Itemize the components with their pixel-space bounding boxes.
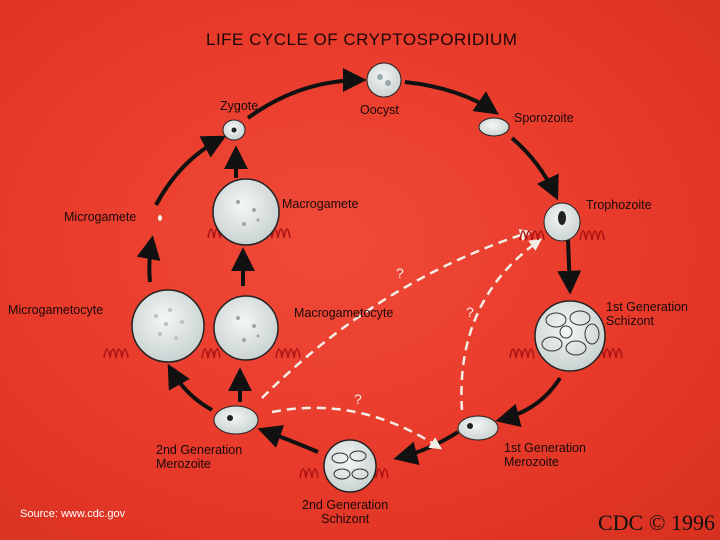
arrow-schizont2-to-merozoite2 bbox=[257, 425, 319, 454]
cells bbox=[131, 62, 606, 493]
arrow-microgamete-to-zygote bbox=[154, 135, 227, 206]
label-schizont1-line2: Schizont bbox=[606, 314, 654, 328]
dashed-merozoite2-to-merozoite1 bbox=[271, 406, 443, 450]
label-schizont2-line1: 2nd Generation bbox=[302, 498, 389, 512]
label-trophozoite: Trophozoite bbox=[586, 198, 652, 212]
merozoite1-cell bbox=[457, 415, 499, 441]
macrogametocyte-texture bbox=[236, 316, 260, 342]
label-macrogamete: Macrogamete bbox=[282, 197, 359, 211]
dashed-pathways bbox=[261, 229, 543, 450]
source-credit: Source: www.cdc.gov bbox=[20, 508, 126, 520]
label-merozoite1-line1: 1st Generation bbox=[504, 441, 586, 455]
arrow-trophozoite-to-schizont1 bbox=[557, 239, 582, 295]
label-merozoite1-line2: Merozoite bbox=[504, 455, 559, 469]
schizont2-merozoites bbox=[331, 450, 369, 480]
schizont2-cell bbox=[323, 439, 377, 493]
arrow-merozoite2-to-microgametocyte bbox=[167, 363, 213, 412]
macrogametocyte-cell bbox=[213, 295, 279, 361]
dashed-merozoite2-to-trophozoite bbox=[261, 229, 533, 399]
arrow-oocyst-to-sporozoite bbox=[404, 80, 499, 115]
label-schizont1: 1st Generation Schizont bbox=[606, 300, 688, 328]
label-sporozoite: Sporozoite bbox=[514, 111, 574, 125]
arrow-microgametocyte-to-microgamete bbox=[136, 235, 161, 283]
zygote-nucleus bbox=[231, 127, 237, 133]
macrogamete-texture bbox=[236, 200, 260, 226]
label-merozoite1: 1st Generation Merozoite bbox=[504, 441, 586, 469]
microgametocyte-cell bbox=[131, 289, 205, 363]
microgamete-cell bbox=[158, 215, 162, 221]
label-macrogametocyte: Macrogametocyte bbox=[294, 306, 394, 320]
arrow-schizont1-to-merozoite1 bbox=[495, 376, 562, 427]
macrogamete-cell bbox=[212, 178, 280, 246]
label-schizont1-line1: 1st Generation bbox=[606, 300, 688, 314]
schizont1-merozoites bbox=[541, 310, 600, 356]
diagram-title: LIFE CYCLE OF CRYPTOSPORIDIUM bbox=[206, 30, 518, 49]
microgametocyte-texture bbox=[154, 308, 184, 340]
label-merozoite2-line1: 2nd Generation bbox=[156, 443, 243, 457]
arrow-merozoite1-to-schizont2 bbox=[393, 430, 460, 465]
label-microgamete: Microgamete bbox=[64, 210, 137, 224]
label-merozoite2: 2nd Generation Merozoite bbox=[156, 443, 242, 471]
label-schizont2-line2: Schizont bbox=[321, 512, 370, 526]
label-merozoite2-line2: Merozoite bbox=[156, 457, 211, 471]
sporozoite-cell bbox=[478, 117, 510, 137]
copyright-mark: CDC © 1996 bbox=[598, 510, 715, 535]
question-mark-1: ? bbox=[396, 265, 404, 281]
merozoite2-cell bbox=[213, 405, 259, 435]
label-zygote: Zygote bbox=[220, 99, 259, 113]
question-mark-2: ? bbox=[466, 304, 474, 320]
label-oocyst: Oocyst bbox=[360, 103, 399, 117]
arrow-sporozoite-to-trophozoite bbox=[510, 136, 559, 201]
oocyst-cell bbox=[366, 62, 402, 98]
question-mark-3: ? bbox=[354, 391, 362, 407]
dashed-merozoite1-to-trophozoite bbox=[460, 238, 543, 411]
arrow-zygote-to-oocyst bbox=[246, 68, 367, 120]
label-microgametocyte: Microgametocyte bbox=[8, 303, 104, 317]
label-schizont2: 2nd Generation Schizont bbox=[302, 498, 388, 526]
